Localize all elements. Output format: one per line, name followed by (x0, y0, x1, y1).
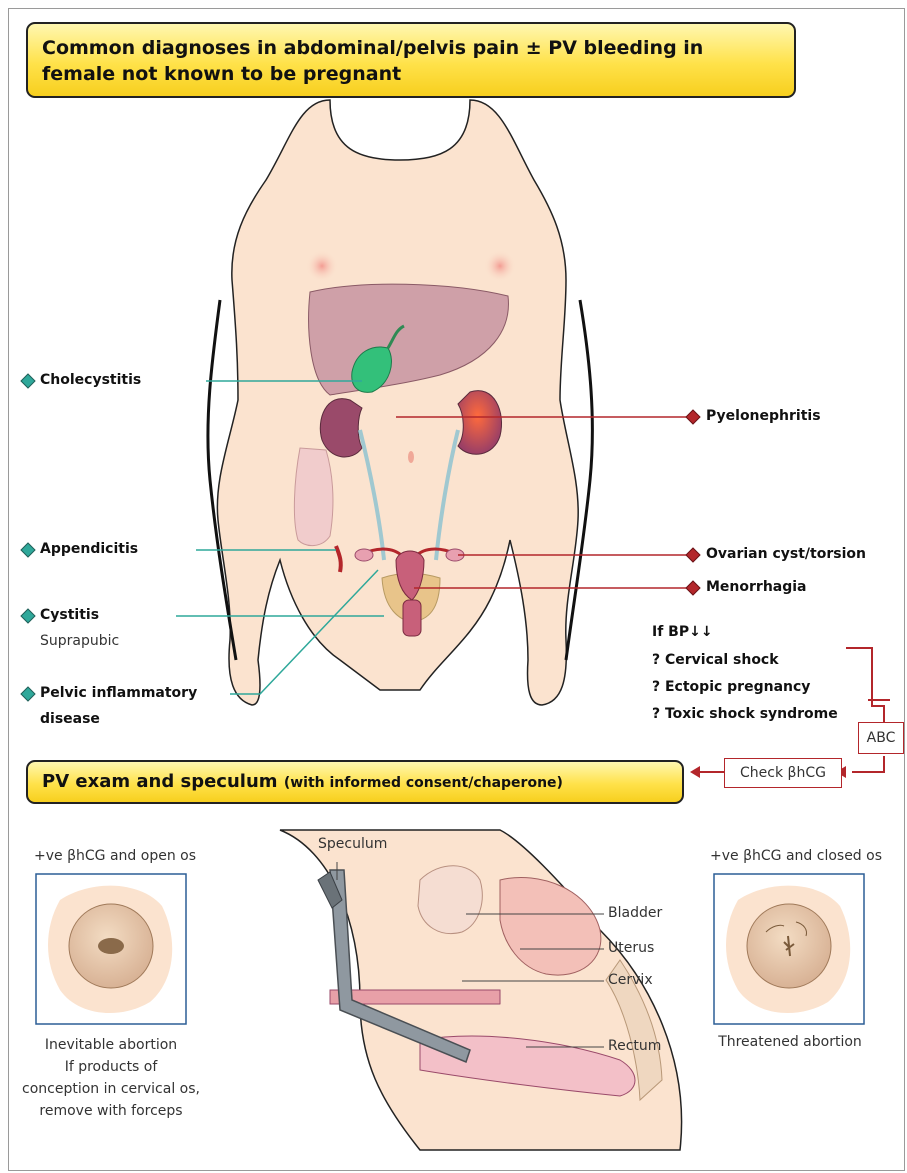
right-os-caption: Threatened abortion (700, 1034, 880, 1050)
exam-banner-main: PV exam and speculum (42, 771, 278, 792)
abc-box: ABC (858, 722, 904, 754)
exam-banner: PV exam and speculum (with informed cons… (26, 760, 684, 804)
bladder-section (418, 866, 482, 934)
title-banner: Common diagnoses in abdominal/pelvis pai… (26, 22, 796, 98)
label-bladder: Bladder (608, 905, 662, 921)
label-cervix: Cervix (608, 972, 653, 988)
ovary-left (355, 549, 373, 561)
left-os-opening (98, 938, 124, 954)
check-bhcg-box: Check βhCG (724, 758, 842, 788)
check-bhcg-text: Check βhCG (740, 765, 826, 781)
label-speculum: Speculum (318, 836, 387, 852)
bp-item-3: ? Toxic shock syndrome (652, 706, 838, 722)
label-ovarian: Ovarian cyst/torsion (706, 546, 866, 562)
breast-left (306, 250, 338, 282)
bp-item-2: ? Ectopic pregnancy (652, 679, 810, 695)
left-os-caption-line: Inevitable abortion (14, 1034, 208, 1056)
diamond-markers (21, 374, 35, 701)
left-os-caption-line: conception in cervical os, (14, 1078, 208, 1100)
left-os-heading: +ve βhCG and open os (34, 848, 196, 864)
cervix-organ (403, 600, 421, 636)
left-os-caption: Inevitable abortion If products of conce… (14, 1034, 208, 1122)
title-text: Common diagnoses in abdominal/pelvis pai… (42, 37, 703, 85)
abc-text: ABC (867, 730, 896, 746)
label-pid-line2: disease (40, 711, 100, 727)
arrow-to-exam (690, 766, 700, 778)
label-menorrhagia: Menorrhagia (706, 579, 807, 595)
kidney-left (320, 399, 362, 457)
label-rectum: Rectum (608, 1038, 661, 1054)
navel (408, 451, 414, 463)
label-pyelonephritis: Pyelonephritis (706, 408, 821, 424)
left-os-caption-line: remove with forceps (14, 1100, 208, 1122)
bp-item-1: ? Cervical shock (652, 652, 779, 668)
pelvic-section (280, 830, 682, 1150)
kidney-right (458, 391, 502, 455)
label-cystitis: Cystitis (40, 607, 99, 623)
right-os-heading: +ve βhCG and closed os (710, 848, 882, 864)
left-os-caption-line: If products of (14, 1056, 208, 1078)
label-cholecystitis: Cholecystitis (40, 372, 141, 388)
exam-banner-sub: (with informed consent/chaperone) (284, 775, 563, 791)
diamond-markers-red (686, 410, 700, 595)
label-uterus: Uterus (608, 940, 654, 956)
label-appendicitis: Appendicitis (40, 541, 138, 557)
colon (294, 448, 333, 546)
breast-right (484, 250, 516, 282)
bp-heading: If BP↓↓ (652, 624, 713, 640)
label-pid-line1: Pelvic inflammatory (40, 685, 197, 701)
label-cystitis-note: Suprapubic (40, 633, 119, 649)
